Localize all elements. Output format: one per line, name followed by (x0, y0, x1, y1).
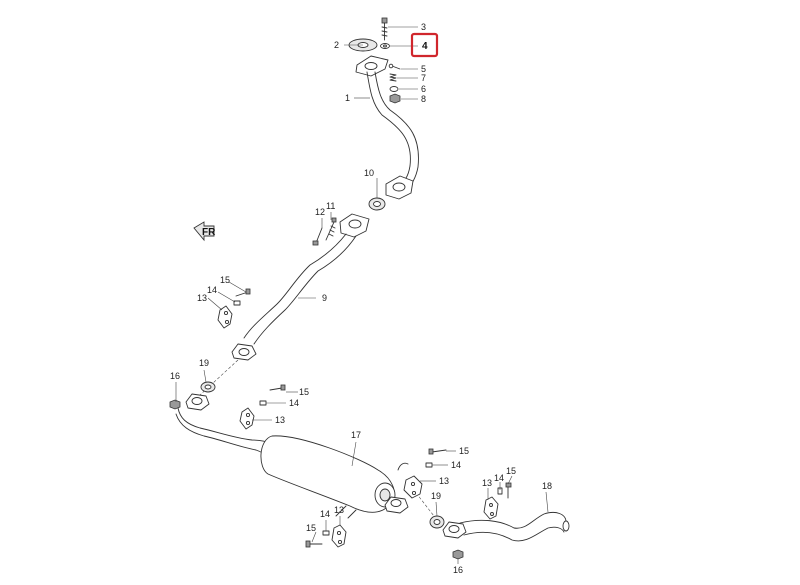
front-arrow: FR (193, 221, 216, 242)
callout-14-bottom: 14 (320, 509, 330, 519)
callout-10: 10 (364, 168, 374, 178)
gasket-part-19-left[interactable] (200, 381, 216, 393)
callout-2: 2 (334, 40, 339, 50)
callout-15-bottom: 15 (306, 523, 316, 533)
callout-14-far: 14 (494, 473, 504, 483)
callout-16-right: 16 (453, 565, 463, 575)
muffler-inlet-pipe (175, 393, 273, 459)
bolt-part-15-mid[interactable] (269, 384, 286, 391)
gasket-part-10[interactable] (368, 197, 386, 211)
nut-part-16-right[interactable] (452, 549, 464, 560)
callout-13-bottom: 13 (334, 505, 344, 515)
bolt-part-15-upper[interactable] (235, 288, 251, 297)
callout-5: 5 (421, 64, 426, 74)
washer-part-6[interactable] (389, 86, 399, 92)
bolt-part-15-far[interactable] (505, 482, 512, 499)
callout-19-right: 19 (431, 491, 441, 501)
callout-13-mid: 13 (275, 415, 285, 425)
center-pipe-part-9[interactable] (231, 213, 370, 361)
spacer-part-14-upper[interactable] (233, 300, 241, 306)
callout-12: 12 (315, 207, 325, 217)
bolt-part-15-right[interactable] (428, 448, 447, 455)
callout-labels: 2 3 4 5 7 6 8 1 10 11 12 15 14 13 9 19 1… (170, 22, 552, 575)
spring-part-7[interactable] (389, 73, 397, 82)
callout-15-far: 15 (506, 466, 516, 476)
alignment-line-upper (199, 359, 239, 396)
callout-14-upper: 14 (207, 285, 217, 295)
callout-17: 17 (351, 430, 361, 440)
hanger-part-13-far[interactable] (483, 496, 499, 520)
callout-13-right: 13 (439, 476, 449, 486)
stud-part-5[interactable] (388, 63, 401, 70)
callout-8: 8 (421, 94, 426, 104)
callout-16-left: 16 (170, 371, 180, 381)
callout-6: 6 (421, 84, 426, 94)
muffler-part-17[interactable] (260, 435, 409, 519)
gasket-part-19-right[interactable] (429, 515, 445, 529)
tail-pipe-part-18[interactable] (442, 511, 570, 542)
callout-4: 4 (422, 41, 428, 52)
hanger-part-13-mid[interactable] (239, 407, 255, 430)
bolt-part-15-bottom[interactable] (305, 540, 323, 548)
callout-19-left: 19 (199, 358, 209, 368)
front-arrow-label: FR (202, 227, 216, 238)
callout-9: 9 (322, 293, 327, 303)
callout-18: 18 (542, 481, 552, 491)
hanger-part-13-upper[interactable] (217, 305, 233, 329)
callout-11: 11 (326, 201, 335, 211)
callout-1: 1 (345, 93, 350, 103)
washer-part-4[interactable] (380, 43, 390, 49)
nut-part-12[interactable] (312, 227, 323, 246)
hanger-part-13-bottom[interactable] (331, 524, 347, 548)
nut-part-16-left[interactable] (169, 399, 181, 410)
callout-15-right: 15 (459, 446, 469, 456)
callout-3: 3 (421, 22, 426, 32)
callout-14-mid: 14 (289, 398, 299, 408)
callout-13-far: 13 (482, 478, 492, 488)
callout-leaders (175, 26, 549, 564)
callout-14-right: 14 (451, 460, 461, 470)
highlight-box-callout-4 (410, 32, 439, 58)
callout-15-mid: 15 (299, 387, 309, 397)
spacer-part-14-right[interactable] (425, 462, 433, 468)
bolt-part-11[interactable] (325, 217, 337, 241)
flange-part-1-lower (385, 175, 414, 200)
bolt-part-3[interactable] (381, 17, 388, 41)
callout-7: 7 (421, 73, 426, 83)
callout-15-upper: 15 (220, 275, 230, 285)
spacer-part-14-bottom[interactable] (322, 530, 330, 536)
spacer-part-14-mid[interactable] (259, 400, 267, 406)
hanger-part-13-right[interactable] (403, 475, 423, 499)
nut-part-8[interactable] (389, 93, 401, 104)
callout-13-upper: 13 (197, 293, 207, 303)
